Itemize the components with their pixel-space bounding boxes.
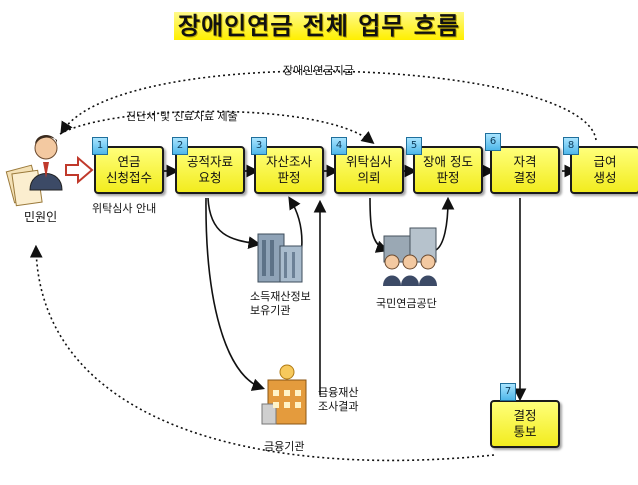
citizen-icon [5, 135, 63, 207]
application-arrow [65, 155, 94, 185]
step-3-badge: 3 [251, 137, 267, 155]
step-8-badge: 8 [563, 137, 579, 155]
financial-institution-label: 금융기관 [264, 440, 305, 453]
step-6-badge: 6 [485, 133, 501, 151]
notice-loop-arrow [29, 244, 495, 462]
actor-label: 민원인 [24, 210, 58, 224]
step-1-badge: 1 [92, 137, 108, 155]
step-7-box: 결정 통보 [490, 400, 560, 448]
step-7-badge: 7 [500, 383, 516, 401]
building-icon [257, 233, 303, 283]
step-2-badge: 2 [172, 137, 188, 155]
step-4-badge: 4 [331, 137, 347, 155]
page-title: 장애인연금 전체 업무 흐름 [0, 6, 638, 41]
payment-label: 장애인연금지급 [283, 64, 354, 77]
bank-icon [261, 364, 307, 425]
step-8-box: 급여 생성 [570, 146, 638, 194]
step-6-box: 자격 결정 [490, 146, 560, 194]
submission-label: 진단서 및 진료자료 제출 [126, 110, 238, 123]
nps-icon [383, 227, 437, 286]
nps-label: 국민연금공단 [376, 297, 437, 310]
financial-result-label: 금융재산 조사결과 [318, 386, 359, 413]
payment-loop-arrow [60, 70, 597, 141]
step-5-box: 장애 정도 판정 [413, 146, 483, 194]
consignment-guide-label: 위탁심사 안내 [92, 202, 157, 215]
step-5-badge: 5 [406, 137, 422, 155]
income-agency-label: 소득재산정보 보유기관 [250, 290, 311, 317]
